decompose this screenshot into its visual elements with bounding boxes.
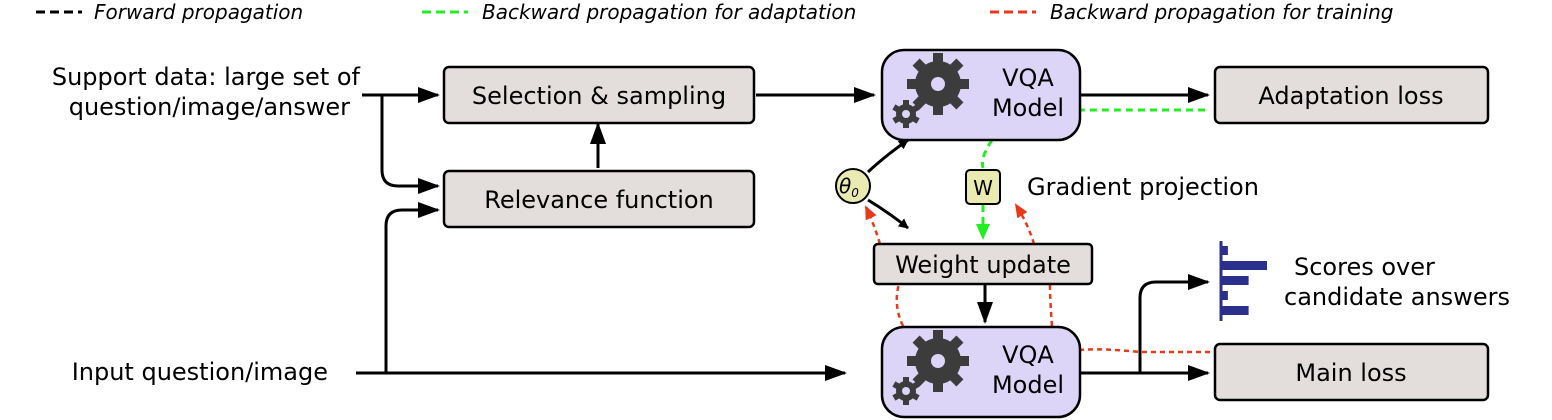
theta-symbol: θ bbox=[839, 174, 851, 198]
forward-edges bbox=[356, 87, 1210, 381]
histogram-bar bbox=[1221, 291, 1228, 300]
histogram-icon bbox=[1219, 241, 1267, 321]
main-loss-box: Main loss bbox=[1213, 342, 1490, 402]
histogram-bar bbox=[1221, 276, 1249, 285]
vqa-bottom-label-1: VQA bbox=[1002, 341, 1054, 369]
legend: Forward propagation Backward propagation… bbox=[36, 0, 1394, 24]
selection-sampling-box: Selection & sampling bbox=[442, 65, 756, 125]
histogram-bar bbox=[1221, 306, 1249, 315]
histogram-bar bbox=[1221, 261, 1267, 270]
adaptation-loss-label: Adaptation loss bbox=[1258, 82, 1443, 110]
vqa-top-label-2: Model bbox=[992, 94, 1064, 122]
selection-sampling-label: Selection & sampling bbox=[472, 82, 726, 110]
support-data-label-2: question/image/answer bbox=[69, 93, 350, 121]
scores-label-2: candidate answers bbox=[1284, 283, 1510, 311]
theta-node: θ0 bbox=[835, 168, 871, 204]
legend-forward-label: Forward propagation bbox=[94, 0, 303, 24]
weight-update-box: Weight update bbox=[872, 242, 1094, 286]
histogram-bar bbox=[1221, 246, 1228, 255]
relevance-function-label: Relevance function bbox=[484, 186, 714, 214]
w-node: W bbox=[965, 169, 1001, 205]
weight-update-label: Weight update bbox=[895, 251, 1071, 279]
svg-text:θ0: θ0 bbox=[839, 174, 859, 200]
vqa-top-label-1: VQA bbox=[1002, 64, 1054, 92]
vqa-model-bottom: VQA Model bbox=[880, 325, 1082, 419]
legend-training-label: Backward propagation for training bbox=[1050, 0, 1394, 24]
support-data-label: Support data: large set of bbox=[52, 63, 361, 91]
input-question-label: Input question/image bbox=[72, 358, 328, 386]
main-loss-label: Main loss bbox=[1295, 359, 1406, 387]
legend-adaptation-label: Backward propagation for adaptation bbox=[482, 0, 856, 24]
vqa-bottom-label-2: Model bbox=[992, 371, 1064, 399]
training-edges bbox=[864, 203, 1210, 354]
scores-label-1: Scores over bbox=[1294, 253, 1435, 281]
theta-subscript: 0 bbox=[851, 186, 859, 200]
gradient-projection-label: Gradient projection bbox=[1027, 173, 1259, 201]
vqa-model-top: VQA Model bbox=[880, 48, 1082, 142]
adaptation-loss-box: Adaptation loss bbox=[1213, 65, 1490, 125]
w-label: W bbox=[973, 176, 993, 200]
relevance-function-box: Relevance function bbox=[442, 169, 756, 229]
